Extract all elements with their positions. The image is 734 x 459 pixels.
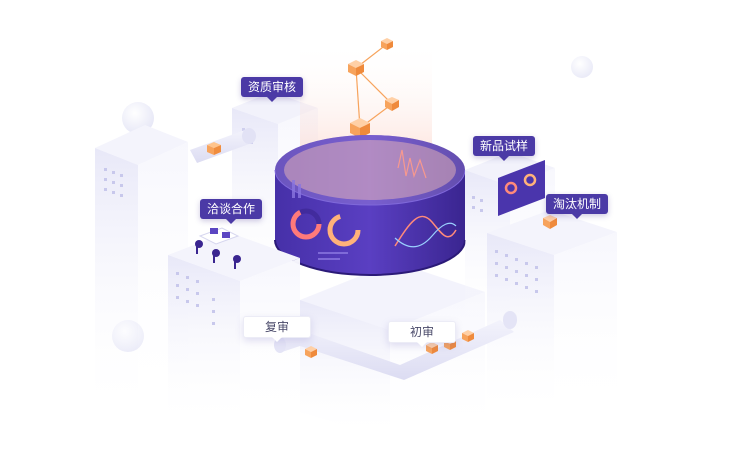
display-screen (498, 160, 545, 216)
holographic-data-ring (274, 135, 466, 276)
tag-negotiation: 洽谈合作 (200, 199, 263, 224)
tag-first-review: 初审 (388, 321, 456, 347)
network-node-cubes (348, 38, 399, 138)
decor-bubble (571, 56, 593, 78)
tag-elimination: 淘汰机制 (546, 194, 609, 219)
tag-re-review: 复审 (243, 316, 311, 342)
ring-donut-chart (327, 213, 361, 247)
tag-qualification-review: 资质审核 (241, 77, 304, 102)
building-negotiation (168, 227, 300, 430)
elimination-cube (543, 215, 557, 229)
meeting-table (195, 227, 241, 269)
tag-new-product-trial: 新品试样 (473, 136, 536, 161)
pipe-review-conveyor (274, 311, 517, 380)
ring-wave-chart (394, 215, 457, 247)
building-elimination (487, 210, 617, 420)
pipe-upper-left (190, 128, 256, 163)
